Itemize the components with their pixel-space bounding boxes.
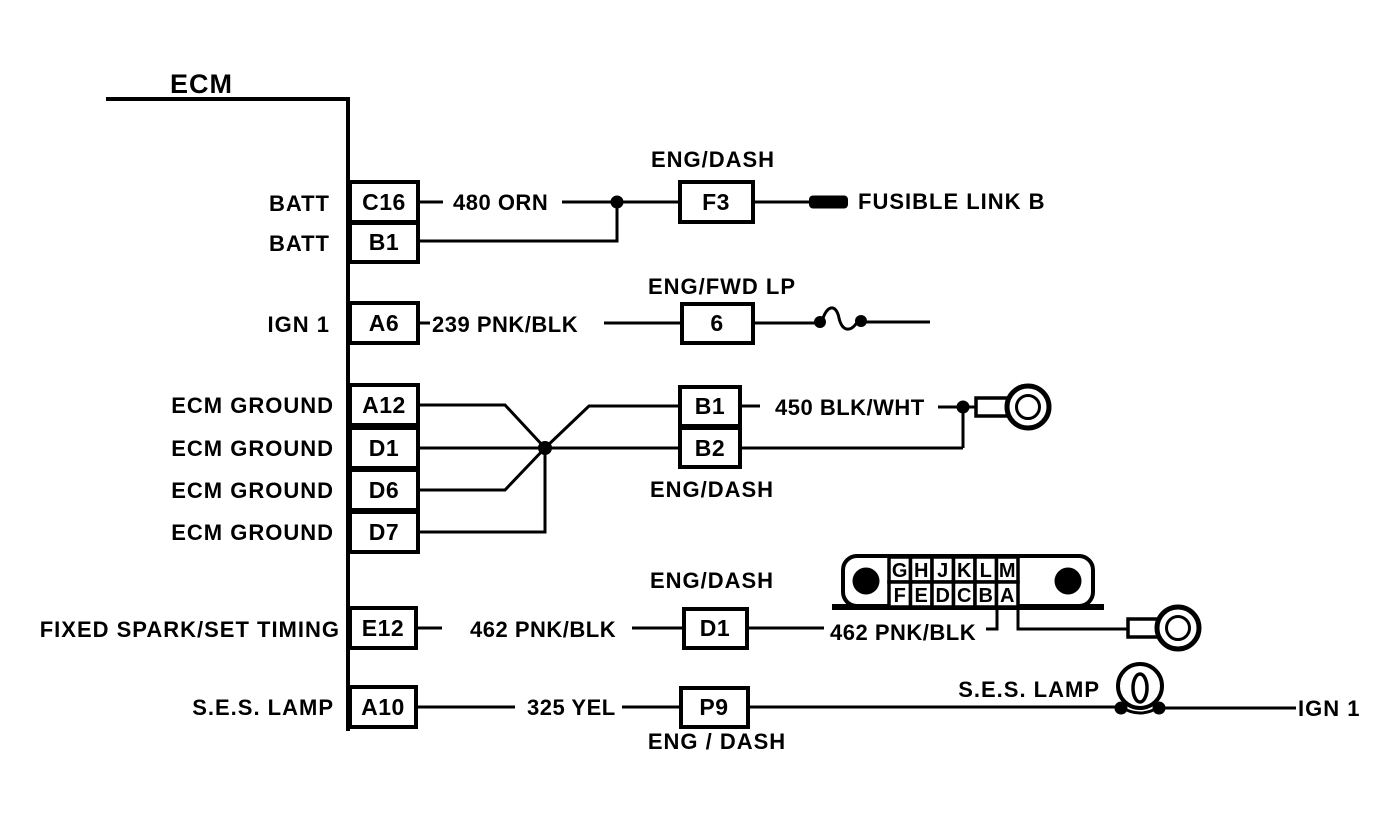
pin-box-d7 [348, 510, 420, 554]
pin-b1: B1 [369, 229, 399, 255]
connector-pin-f3: F3 [702, 189, 730, 215]
connector-label-eng-dash-f3: ENG/DASH [651, 147, 775, 172]
cavity-letter-m: M [999, 560, 1016, 582]
pin-c16: C16 [362, 189, 406, 215]
cavity-letter-g: G [892, 560, 908, 582]
ring-terminal-stub [974, 396, 1010, 418]
junction-dot [610, 195, 624, 209]
splice-dot-right [855, 315, 867, 327]
cavity-letter-e: E [915, 585, 928, 607]
ring-terminal-outer-2 [1154, 604, 1202, 652]
bulkhead-mount-hole-right [1054, 567, 1082, 595]
connector-label-eng-dash-d1: ENG/DASH [650, 568, 774, 593]
cavity-letter-j: J [937, 560, 948, 582]
label-ecm-ground-3: ECM GROUND [171, 478, 334, 503]
pin-e12: E12 [362, 615, 404, 641]
cavity-letter-h: H [914, 560, 928, 582]
wire-junction-to-b1 [543, 404, 680, 450]
ring-terminal-icon [974, 383, 1052, 431]
splice-wave-icon [820, 306, 862, 331]
ecm-title: ECM [170, 69, 233, 99]
wire-a12-to-junction [418, 403, 547, 450]
wire-cell-a-to-ring [1016, 607, 1128, 631]
ring-terminal-inner-2 [1165, 615, 1191, 641]
cavity-letter-f: F [894, 585, 906, 607]
ring-terminal-stub-2 [1126, 617, 1160, 639]
cavity-letter-d: D [935, 585, 949, 607]
label-batt-2: BATT [269, 231, 330, 256]
wire-label-325-yel: 325 YEL [527, 695, 616, 720]
cavity-letter-l: L [980, 560, 992, 582]
wire-label-450-blk-wht: 450 BLK/WHT [775, 395, 925, 420]
wire-462-to-cell-b [986, 607, 999, 631]
label-fusible-link-b: FUSIBLE LINK B [858, 189, 1046, 214]
connector-label-eng-fwd-lp: ENG/FWD LP [648, 274, 796, 299]
cavity-letter-b: B [978, 585, 992, 607]
pin-a6: A6 [369, 310, 399, 336]
pin-box-a12 [348, 383, 420, 427]
fusible-link-icon [809, 195, 848, 209]
wire-label-480-orn: 480 ORN [453, 190, 548, 215]
wire-d6-to-junction [418, 446, 547, 492]
ring-terminal-inner [1015, 394, 1041, 420]
wire-label-462-pnk-blk-1: 462 PNK/BLK [470, 617, 616, 642]
wire-label-239-pnk-blk: 239 PNK/BLK [432, 312, 578, 337]
cavity-letter-c: C [957, 585, 971, 607]
connector-pin-b1: B1 [695, 393, 725, 419]
label-ecm-ground-2: ECM GROUND [171, 436, 334, 461]
connector-box-p9 [679, 686, 750, 729]
connector-pin-b2: B2 [695, 435, 725, 461]
cavity-a [994, 580, 1020, 609]
label-ses-lamp-right: S.E.S. LAMP [958, 677, 1100, 702]
pin-d1: D1 [369, 435, 399, 461]
label-ecm-ground-4: ECM GROUND [171, 520, 334, 545]
wire-b1-to-junction [418, 205, 619, 243]
lamp-bulb-icon [1114, 662, 1166, 715]
label-ign1-right: IGN 1 [1298, 696, 1360, 721]
label-ecm-ground-1: ECM GROUND [171, 393, 334, 418]
lamp-filament [1131, 672, 1149, 704]
label-ses-lamp: S.E.S. LAMP [192, 695, 334, 720]
lamp-terminal-dot-left [1114, 701, 1128, 715]
ring-terminal-icon-2 [1126, 604, 1202, 652]
pin-d6: D6 [369, 477, 399, 503]
connector-label-eng-dash-p9: ENG / DASH [648, 729, 786, 754]
label-ign1: IGN 1 [268, 312, 330, 337]
bulkhead-connector: G H J K L M F E D C B A [832, 554, 1104, 610]
pin-d7: D7 [369, 519, 399, 545]
connector-label-eng-dash-b: ENG/DASH [650, 477, 774, 502]
ring-terminal-outer [1004, 383, 1052, 431]
wire-d7-to-junction [418, 448, 547, 534]
cavity-letter-a: A [1000, 585, 1014, 607]
pin-a10: A10 [361, 694, 405, 720]
bulkhead-mount-hole-left [852, 567, 880, 595]
connector-pin-p9: P9 [699, 694, 728, 720]
label-batt-1: BATT [269, 191, 330, 216]
connector-pin-d1: D1 [700, 615, 730, 641]
connector-pin-6: 6 [710, 310, 723, 336]
label-fixed-spark: FIXED SPARK/SET TIMING [40, 617, 340, 642]
wire-label-462-pnk-blk-2: 462 PNK/BLK [830, 620, 976, 645]
cavity-letter-k: K [957, 560, 972, 582]
pin-a12: A12 [362, 392, 406, 418]
